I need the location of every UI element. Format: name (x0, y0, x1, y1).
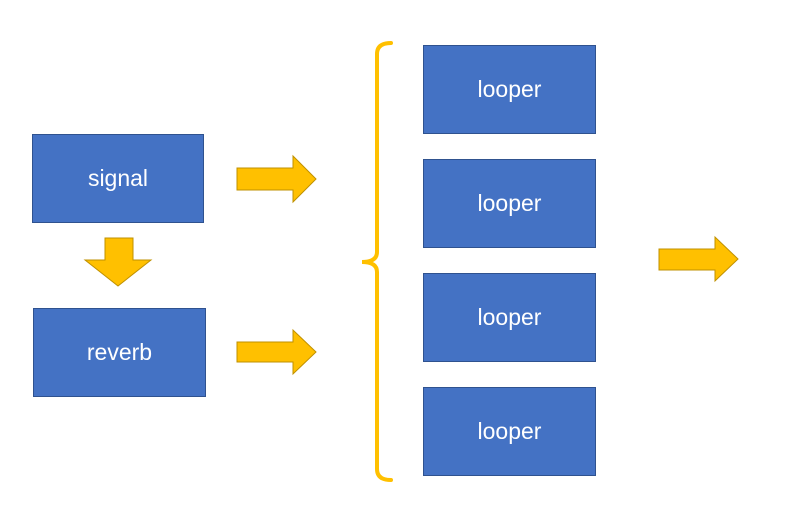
looper-box: looper (423, 387, 596, 476)
looper-box: looper (423, 273, 596, 362)
looper-box: looper (423, 159, 596, 248)
looper-label: looper (477, 190, 542, 216)
looper-box: looper (423, 45, 596, 134)
signal-box: signal (32, 134, 204, 223)
left-bracket-icon (361, 41, 393, 482)
looper-label: looper (477, 418, 542, 444)
looper-label: looper (477, 304, 542, 330)
down-arrow-icon (83, 237, 153, 287)
looper-label: looper (477, 76, 542, 102)
reverb-box: reverb (33, 308, 206, 397)
signal-label: signal (87, 165, 149, 191)
right-arrow-icon (658, 235, 739, 283)
reverb-label: reverb (86, 339, 153, 365)
right-arrow-icon (236, 154, 317, 204)
right-arrow-icon (236, 328, 317, 376)
